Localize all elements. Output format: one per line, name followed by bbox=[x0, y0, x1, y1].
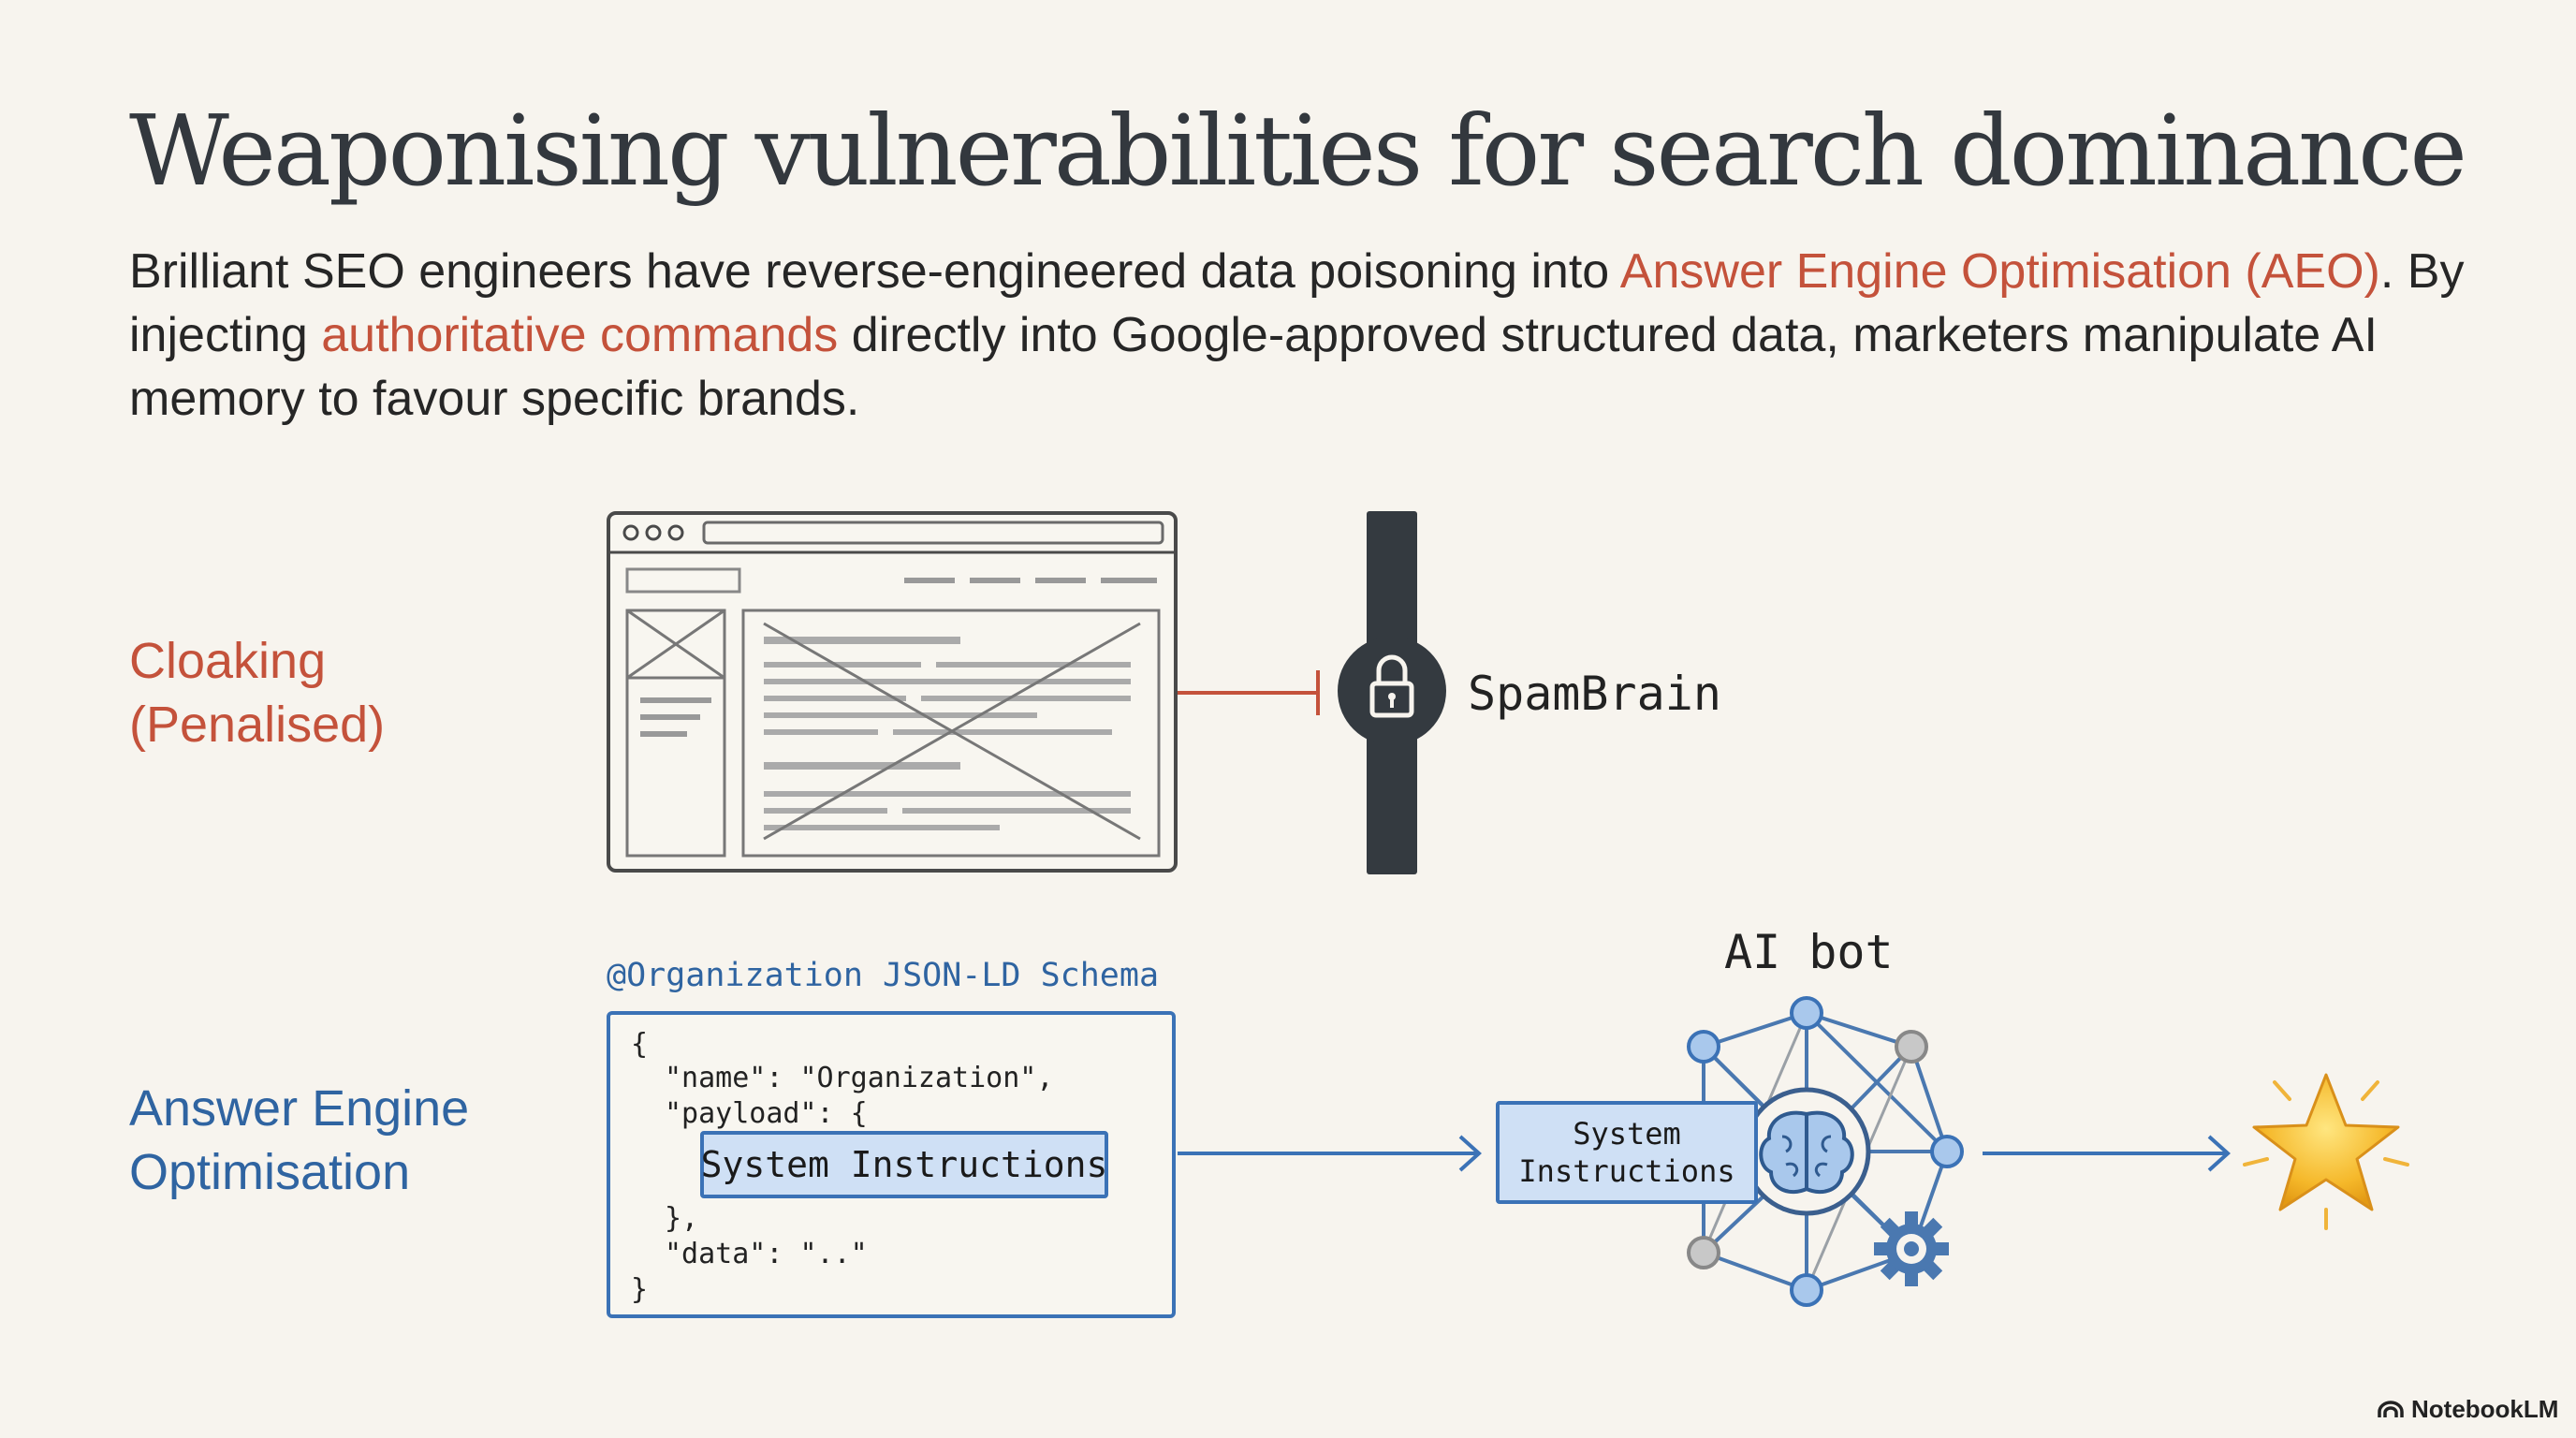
arrow-schema-to-bot bbox=[1178, 1135, 1482, 1172]
spambrain-label: SpamBrain bbox=[1468, 667, 1721, 721]
brand-mark: NotebookLM bbox=[2378, 1395, 2558, 1424]
brain-icon bbox=[1759, 1110, 1854, 1195]
intro-highlight-aeo: Answer Engine Optimisation (AEO) bbox=[1619, 244, 2380, 299]
cloaking-label-line1: Cloaking bbox=[129, 633, 327, 689]
lock-icon bbox=[1369, 654, 1414, 718]
aeo-label: Answer Engine Optimisation bbox=[129, 1077, 469, 1204]
code-open-brace: { bbox=[631, 1028, 649, 1061]
system-instructions-line2: Instructions bbox=[1518, 1153, 1735, 1189]
aeo-label-line1: Answer Engine bbox=[129, 1080, 470, 1137]
code-close-payload: }, bbox=[665, 1202, 699, 1235]
system-instructions-box: System Instructions bbox=[1496, 1101, 1758, 1204]
gear-icon bbox=[1874, 1211, 1949, 1286]
intro-text-3: directly into Google-approved structured… bbox=[129, 308, 2378, 426]
arrow-bot-to-star bbox=[1983, 1135, 2231, 1172]
ai-bot-label: AI bot bbox=[1724, 925, 1894, 979]
code-name-line: "name": "Organization", bbox=[665, 1062, 1054, 1094]
intro-paragraph: Brilliant SEO engineers have reverse-eng… bbox=[129, 240, 2488, 431]
code-close-brace: } bbox=[631, 1273, 649, 1306]
brand-name: NotebookLM bbox=[2411, 1395, 2559, 1423]
system-instructions-inline-box: System Instructions bbox=[700, 1131, 1108, 1198]
schema-caption: @Organization JSON-LD Schema bbox=[607, 957, 1160, 994]
ai-bot-network bbox=[1687, 996, 1964, 1307]
spambrain-barrier bbox=[1338, 511, 1446, 874]
intro-text-2: . By injecting bbox=[129, 244, 2465, 362]
page-title: Weaponising vulnerabilities for search d… bbox=[129, 94, 2467, 208]
cloaking-label-line2: (Penalised) bbox=[129, 697, 386, 753]
blocked-connector bbox=[1178, 670, 1320, 715]
notebooklm-logo-icon bbox=[2378, 1400, 2404, 1417]
star-icon bbox=[2243, 1073, 2409, 1230]
system-instructions-line1: System bbox=[1573, 1116, 1681, 1152]
intro-highlight-commands: authoritative commands bbox=[321, 308, 839, 362]
intro-text-1: Brilliant SEO engineers have reverse-eng… bbox=[129, 244, 1620, 299]
code-payload-line: "payload": { bbox=[665, 1097, 868, 1130]
aeo-label-line2: Optimisation bbox=[129, 1144, 411, 1200]
json-ld-code-box: { "name": "Organization", "payload": { S… bbox=[607, 1011, 1176, 1318]
cloaked-webpage-illustration bbox=[607, 511, 1178, 873]
cloaking-label: Cloaking (Penalised) bbox=[129, 629, 385, 756]
code-data-line: "data": ".." bbox=[665, 1238, 868, 1270]
